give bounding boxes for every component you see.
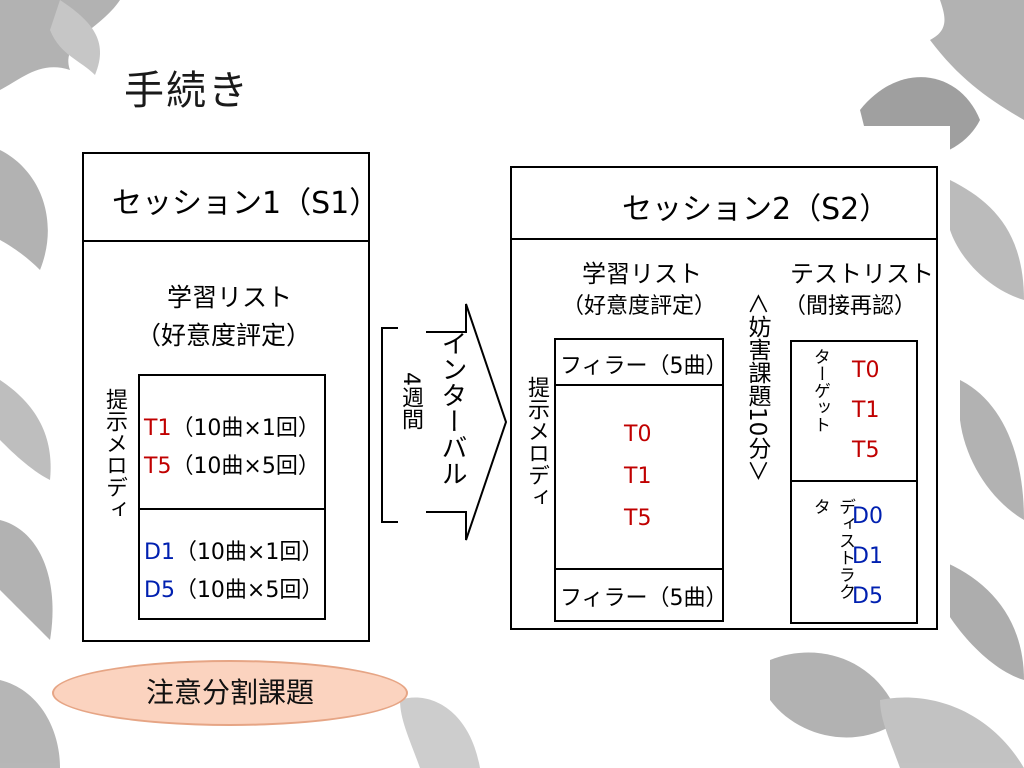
session1-melody-label: 提示メロディ [102, 388, 127, 520]
attention-task-badge: 注意分割課題 [52, 660, 408, 726]
test-distractor-box [790, 480, 918, 624]
study-item: T0 [624, 422, 652, 447]
attention-task-label: 注意分割課題 [145, 676, 314, 709]
test-target-item: T1 [852, 398, 880, 423]
session1-target-box [138, 374, 326, 510]
test-target-box [790, 340, 918, 482]
test-distractor-item: D5 [852, 584, 883, 609]
test-target-item: T5 [852, 438, 880, 463]
study-item: T1 [624, 464, 652, 489]
session1-distractor-row: D1（10曲×1回） [144, 534, 323, 566]
filler-top: フィラー（5曲） [560, 354, 728, 379]
filler-bottom: フィラー（5曲） [560, 586, 728, 611]
session1-title: セッション1（S1） [112, 186, 380, 221]
session2-melody-label: 提示メロディ [524, 376, 549, 508]
interval-duration: 4週間 [398, 372, 423, 430]
study-item: T5 [624, 506, 652, 531]
session2-recognition: （間接再認） [784, 294, 917, 319]
session1-distractor-box [138, 508, 326, 620]
test-distractor-item: D1 [852, 544, 883, 569]
target-code: T5 [144, 454, 172, 479]
interference-task: ＜妨害課題10分＞ [744, 292, 770, 483]
filler-bottom-box [554, 568, 724, 622]
procedure-diagram: セッション1（S1） 学習リスト （好意度評定） 提示メロディ T1（10曲×1… [72, 126, 950, 650]
interval-label: インターバル [437, 330, 467, 486]
session1-header [82, 152, 370, 242]
slide-title: 手続き [124, 68, 250, 114]
target-detail: （10曲×1回） [171, 416, 320, 441]
session2-header [510, 166, 938, 240]
distractor-code: D1 [144, 540, 175, 565]
session1-distractor-row: D5（10曲×5回） [144, 572, 323, 604]
session2-title: セッション2（S2） [622, 192, 890, 227]
test-target-label: ターゲット [810, 348, 830, 433]
distractor-detail: （10曲×5回） [174, 578, 324, 603]
filler-top-box [554, 338, 724, 386]
session1-target-row: T5（10曲×5回） [144, 448, 320, 480]
distractor-detail: （10曲×1回） [174, 540, 324, 565]
test-distractor-item: D0 [852, 504, 883, 529]
session2-rating: （好意度評定） [562, 294, 717, 319]
test-target-item: T0 [852, 358, 880, 383]
target-detail: （10曲×5回） [171, 454, 320, 479]
session2-test-list: テストリスト [790, 260, 934, 288]
session1-rating: （好意度評定） [136, 321, 312, 350]
session1-study-list: 学習リスト [167, 283, 293, 312]
interval-arrow [381, 303, 508, 541]
target-code: T1 [144, 416, 172, 441]
test-distractor-label: ディストラクタ [810, 498, 855, 600]
distractor-code: D5 [144, 578, 175, 603]
session2-study-list: 学習リスト [582, 260, 702, 288]
session1-target-row: T1（10曲×1回） [144, 410, 320, 442]
